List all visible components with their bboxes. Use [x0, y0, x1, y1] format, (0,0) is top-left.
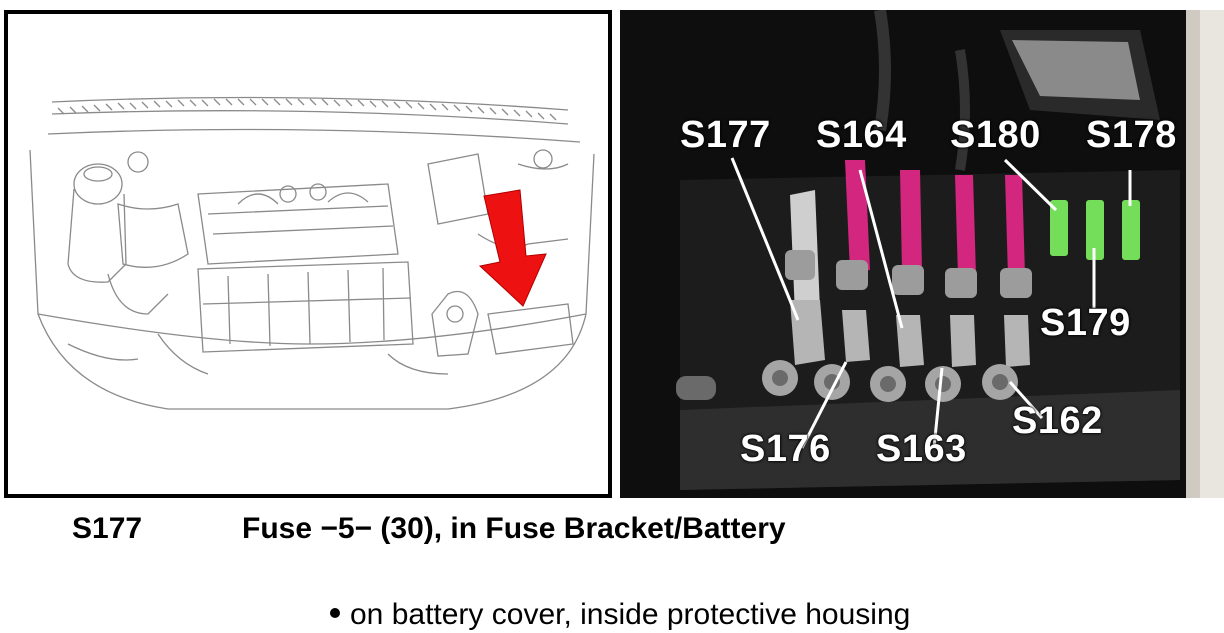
callout-label: S163	[876, 428, 967, 470]
engine-compartment-illustration	[4, 10, 612, 498]
callout-label: S180	[950, 114, 1041, 156]
callout-label: S162	[1012, 400, 1103, 442]
location-note: on battery cover, inside protective hous…	[330, 598, 910, 632]
callout-label: S178	[1086, 114, 1177, 156]
fuse-description: Fuse −5− (30), in Fuse Bracket/Battery	[242, 512, 786, 545]
location-arrow-icon	[478, 189, 547, 307]
fuse-bracket-photo-drawing	[620, 10, 1224, 498]
fuse-code: S177	[72, 512, 143, 545]
engine-bay-drawing	[29, 96, 595, 410]
callout-label: S177	[680, 114, 771, 156]
location-note-text: on battery cover, inside protective hous…	[350, 598, 911, 631]
fuse-bracket-photo: S177 S164 S180 S178 S179 S176 S163 S162	[620, 10, 1224, 498]
callout-label: S179	[1040, 302, 1131, 344]
callout-label: S164	[816, 114, 907, 156]
bullet-icon	[330, 608, 340, 619]
callout-label: S176	[740, 428, 831, 470]
